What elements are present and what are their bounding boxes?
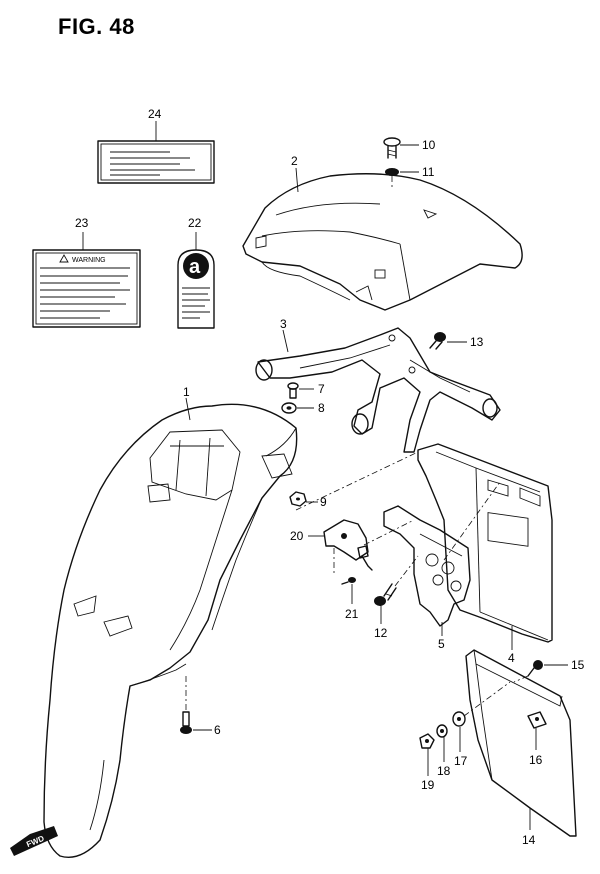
callout-16: 16 <box>529 753 543 767</box>
washer-17 <box>452 711 466 727</box>
forward-arrow-icon: FWD <box>10 826 58 856</box>
label-sticker-24 <box>97 140 215 184</box>
washer-11 <box>385 168 399 176</box>
callout-2: 2 <box>291 154 298 168</box>
callout-1: 1 <box>183 385 190 399</box>
callout-9: 9 <box>320 495 327 509</box>
callout-numbers: 1 2 3 4 5 6 7 8 9 10 11 12 13 14 15 16 1… <box>75 107 585 847</box>
callout-8: 8 <box>318 401 325 415</box>
nut-19 <box>419 733 435 749</box>
rear-fender-1 <box>43 403 298 858</box>
screw-21 <box>333 548 356 585</box>
nut-16 <box>527 711 547 729</box>
warning-label-23: WARNING <box>32 249 141 328</box>
callout-7: 7 <box>318 382 325 396</box>
bolt-13 <box>429 332 446 350</box>
callout-23: 23 <box>75 216 89 230</box>
callout-13: 13 <box>470 335 484 349</box>
info-tag-22: a <box>177 249 215 329</box>
washer-8 <box>281 402 297 414</box>
bolt-15 <box>527 660 543 677</box>
license-bracket-4 <box>417 443 553 643</box>
nut-9 <box>289 491 307 507</box>
warning-label-text: WARNING <box>72 257 106 264</box>
callout-17: 17 <box>454 754 468 768</box>
callout-5: 5 <box>438 637 445 651</box>
callout-6: 6 <box>214 723 221 737</box>
bracket-3 <box>255 327 501 453</box>
bracket-20 <box>323 519 373 571</box>
callout-24: 24 <box>148 107 162 121</box>
callout-18: 18 <box>437 764 451 778</box>
callout-21: 21 <box>345 607 359 621</box>
lamp-bracket-5 <box>383 505 471 627</box>
bolt-10 <box>383 137 401 159</box>
callout-12: 12 <box>374 626 388 640</box>
tail-cover-2 <box>242 173 523 311</box>
callout-10: 10 <box>422 138 436 152</box>
bolt-6 <box>180 676 192 734</box>
callout-14: 14 <box>522 833 536 847</box>
bolt-12 <box>374 583 397 606</box>
callout-20: 20 <box>290 529 304 543</box>
callout-3: 3 <box>280 317 287 331</box>
callout-15: 15 <box>571 658 585 672</box>
callout-19: 19 <box>421 778 435 792</box>
bolt-7 <box>287 382 299 399</box>
figure-title: FIG. 48 <box>58 14 135 39</box>
callout-22: 22 <box>188 216 202 230</box>
callout-11: 11 <box>422 165 435 179</box>
mud-flap-14 <box>465 649 577 837</box>
tag-glyph: a <box>189 256 201 278</box>
washer-18 <box>436 724 448 738</box>
callout-4: 4 <box>508 651 515 665</box>
